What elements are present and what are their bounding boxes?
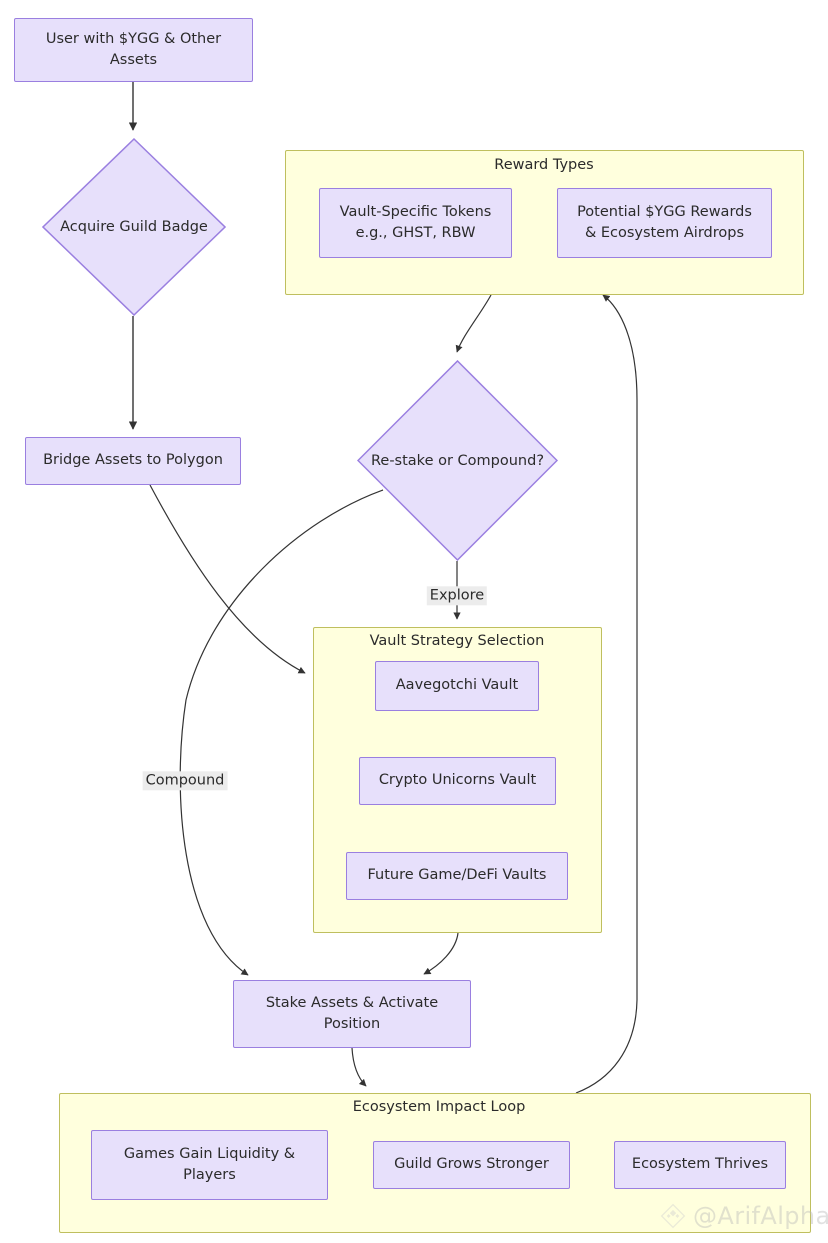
node-restake-or-compound[interactable]: Re-stake or Compound? [357, 360, 558, 561]
node-label: Potential $YGG Rewards & Ecosystem Airdr… [577, 203, 752, 241]
node-label: Crypto Unicorns Vault [378, 772, 537, 789]
node-potential-ygg-rewards[interactable]: Potential $YGG Rewards & Ecosystem Airdr… [557, 188, 772, 258]
node-games-gain-liquidity[interactable]: Games Gain Liquidity & Players [91, 1130, 328, 1200]
edge-stake-to-ecosystem-loop [351, 1047, 367, 1087]
node-label: Bridge Assets to Polygon [43, 452, 223, 469]
edge-bridge-to-vault-strategy [149, 484, 306, 674]
cluster-title-ecosystem-impact-loop: Ecosystem Impact Loop [352, 1099, 526, 1115]
node-aavegotchi-vault[interactable]: Aavegotchi Vault [375, 661, 539, 711]
node-label: Ecosystem Thrives [631, 1156, 769, 1173]
edge-label-explore: Explore [426, 586, 488, 606]
node-label: User with $YGG & Other Assets [45, 30, 222, 68]
node-user-with-ygg[interactable]: User with $YGG & Other Assets [14, 18, 253, 82]
node-label: Aavegotchi Vault [395, 677, 519, 694]
node-vault-specific-tokens[interactable]: Vault-Specific Tokens e.g., GHST, RBW [319, 188, 512, 258]
cluster-title-vault-strategy: Vault Strategy Selection [369, 633, 545, 649]
node-label: Games Gain Liquidity & Players [123, 1145, 296, 1183]
diamond-shape [42, 138, 226, 316]
node-label: Future Game/DeFi Vaults [367, 867, 547, 884]
node-guild-grows-stronger[interactable]: Guild Grows Stronger [373, 1141, 570, 1189]
node-label: Vault-Specific Tokens e.g., GHST, RBW [339, 203, 492, 241]
node-crypto-unicorns-vault[interactable]: Crypto Unicorns Vault [359, 757, 556, 805]
node-ecosystem-thrives[interactable]: Ecosystem Thrives [614, 1141, 786, 1189]
edge-reward-types-to-restake [455, 294, 492, 353]
cluster-title-reward-types: Reward Types [494, 157, 594, 173]
node-label: Stake Assets & Activate Position [265, 994, 439, 1032]
node-label: Re-stake or Compound? [370, 452, 545, 469]
node-label: Acquire Guild Badge [60, 219, 208, 235]
node-future-game-defi-vaults[interactable]: Future Game/DeFi Vaults [346, 852, 568, 900]
edge-vault-strategy-to-stake [423, 932, 459, 975]
node-label: Guild Grows Stronger [394, 1156, 549, 1173]
edge-label-compound: Compound [142, 771, 228, 791]
node-acquire-guild-badge[interactable]: Acquire Guild Badge [42, 138, 226, 316]
node-bridge-assets-to-polygon[interactable]: Bridge Assets to Polygon [25, 437, 241, 485]
diamond-shape [357, 360, 558, 561]
node-stake-assets-activate-position[interactable]: Stake Assets & Activate Position [233, 980, 471, 1048]
